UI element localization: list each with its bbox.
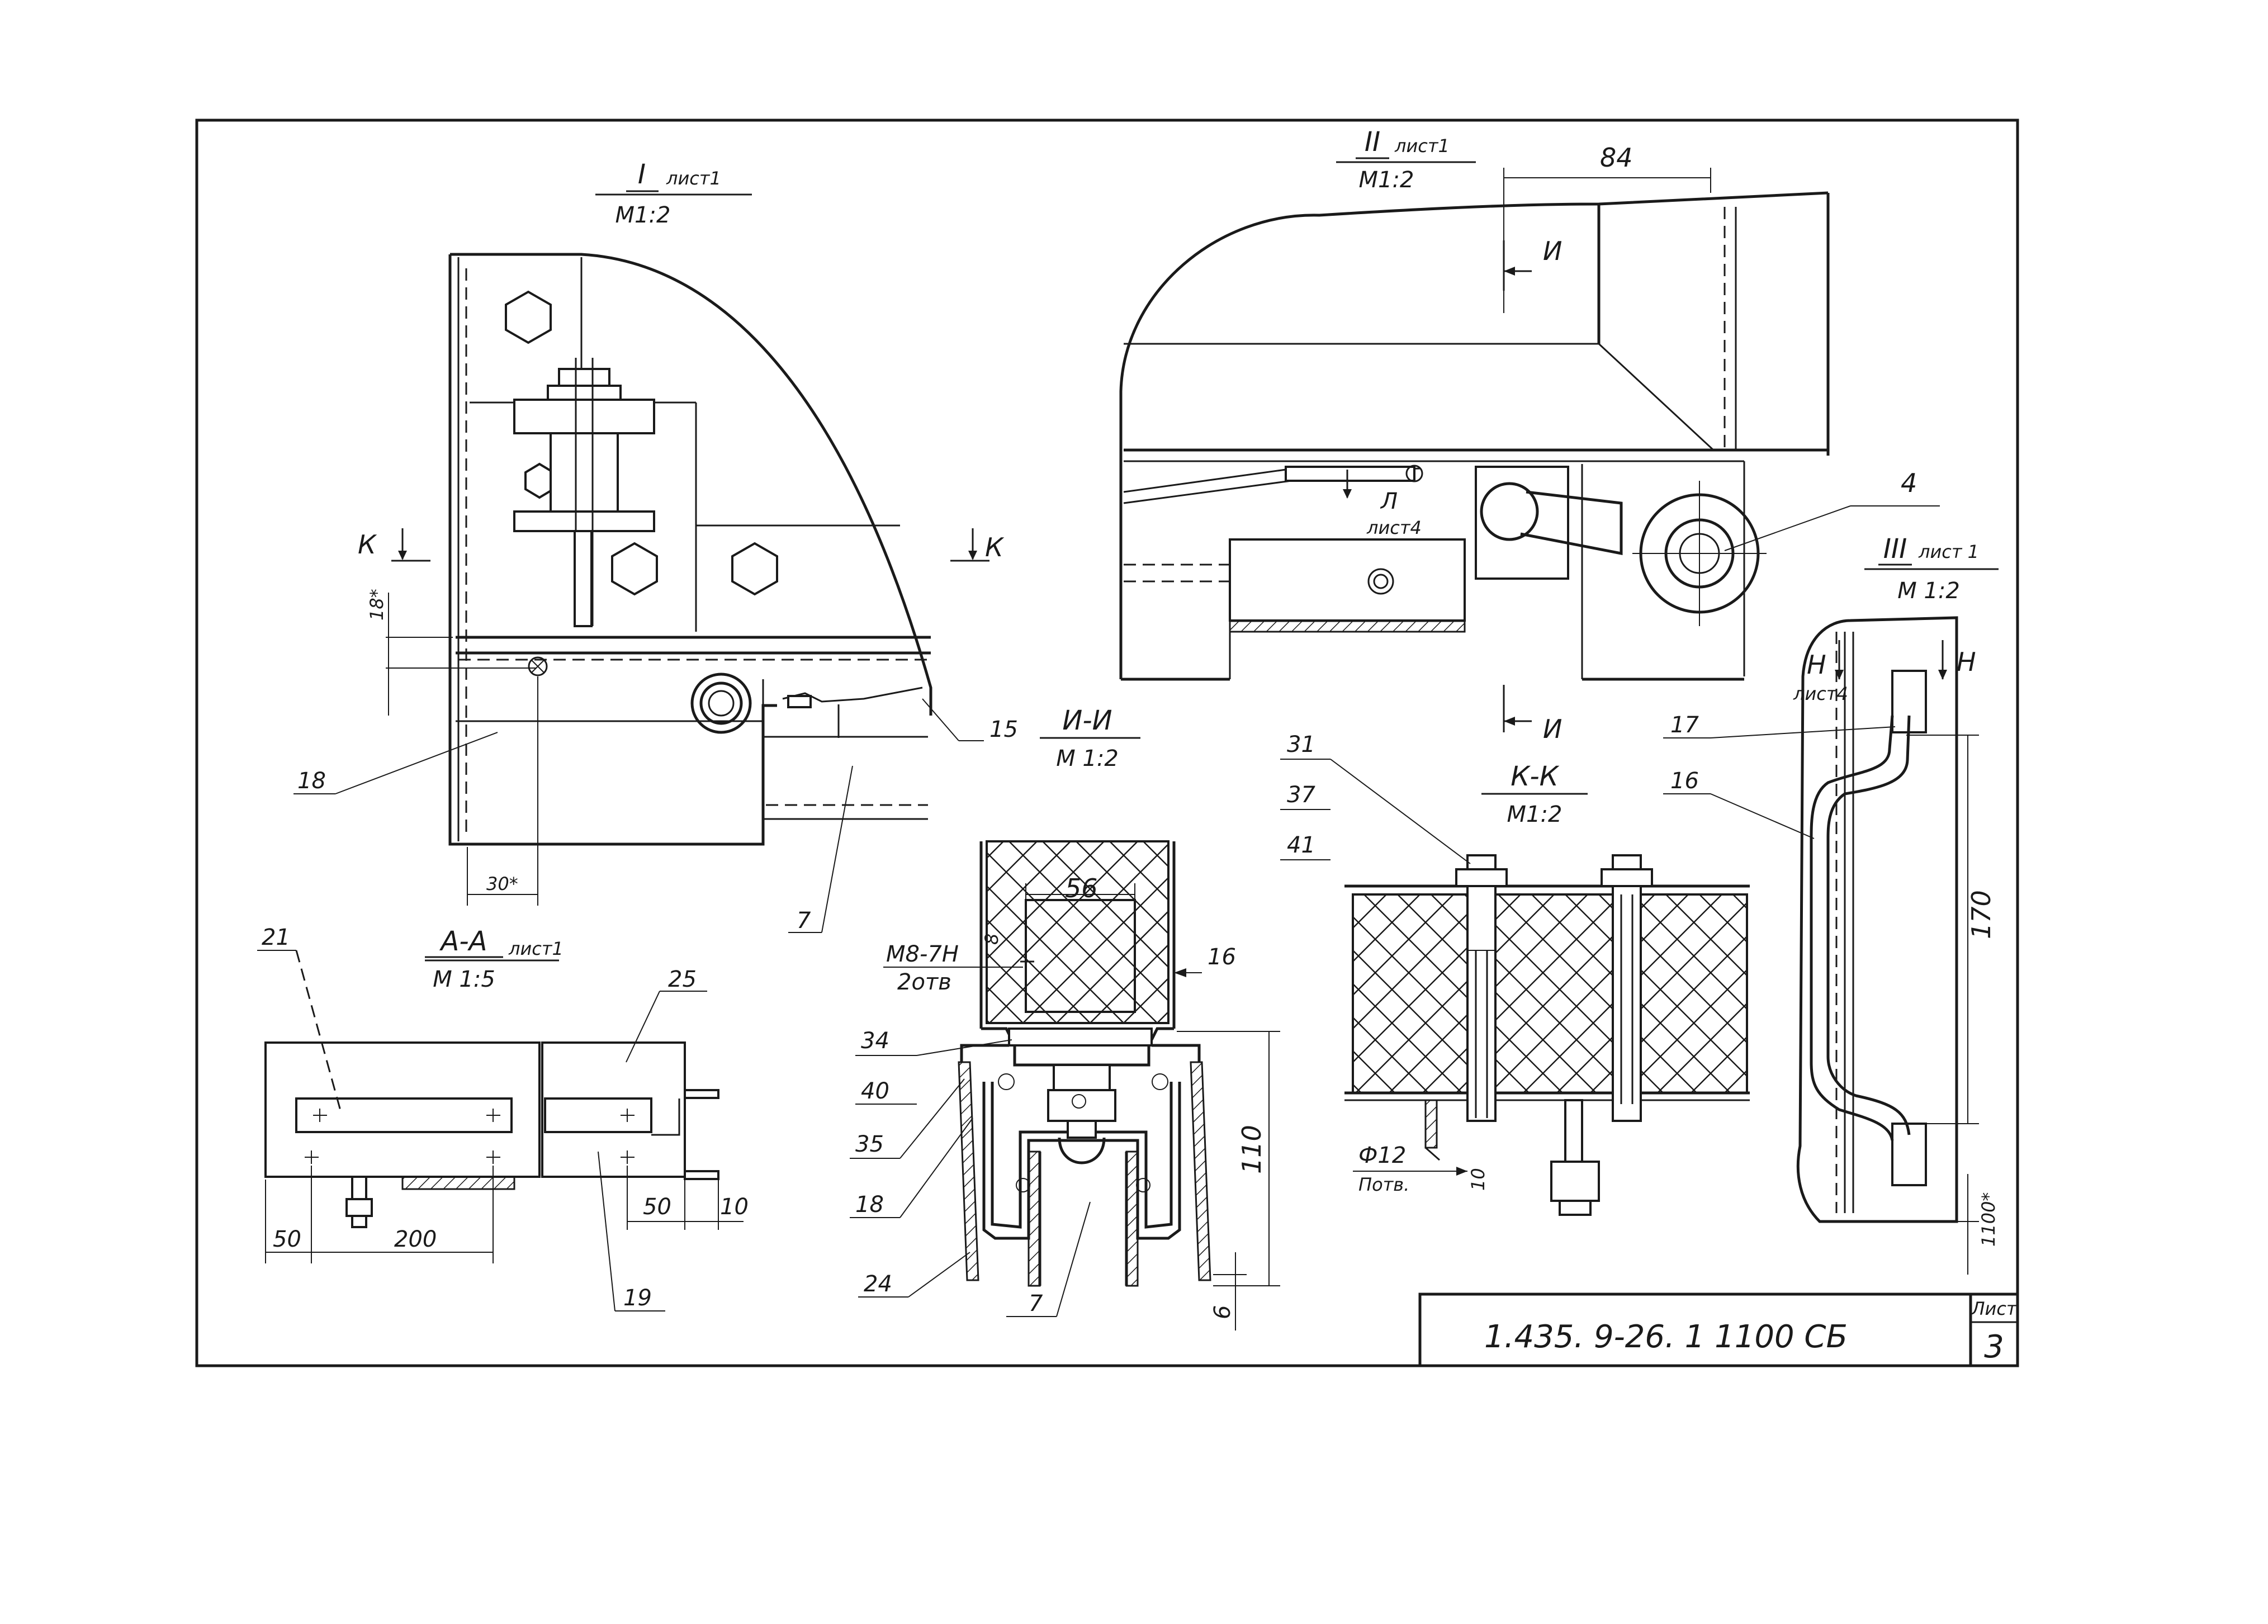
view-2-scale: М1:2: [1359, 167, 1414, 193]
title-block: 1.435. 9-26. 1 1100 СБ Лист 3: [1418, 1292, 2019, 1367]
section-i-i-scale: М 1:2: [1056, 746, 1119, 771]
note-bolt: М8-7Н: [886, 941, 959, 967]
view-2-title: II: [1365, 126, 1380, 158]
view-3-sheet-ref: лист 1: [1918, 541, 1979, 562]
callout-34: 34: [861, 1028, 889, 1054]
dim-1100: 1100*: [1978, 1192, 1999, 1247]
section-k-k: К-К М1:2 Ф12 Потв. 10 31: [1280, 732, 1750, 1216]
view-2-sheet-ref: лист1: [1394, 135, 1450, 157]
dim-30: 30*: [486, 873, 518, 894]
callout-31: 31: [1287, 732, 1315, 757]
dim-10: 10: [720, 1194, 749, 1220]
callout-40: 40: [861, 1078, 889, 1104]
section-a-a-title: А-А: [439, 926, 487, 957]
callout-24: 24: [864, 1271, 892, 1297]
section-a-a-sheet-ref: лист1: [508, 938, 564, 959]
callout-41: 41: [1287, 832, 1315, 858]
view-1-title: I: [638, 159, 646, 190]
callout-15: 15: [989, 717, 1018, 742]
callout-18-section: 18: [855, 1192, 884, 1218]
dim-170: 170: [1966, 890, 1996, 939]
note-hole: Ф12: [1358, 1143, 1406, 1168]
cut-h-right: Н: [1957, 647, 1976, 677]
cut-h-sheet: лист4: [1793, 683, 1848, 704]
callout-17: 17: [1670, 712, 1699, 738]
dim-56: 56: [1065, 873, 1098, 903]
section-i-i-title: И-И: [1062, 705, 1112, 736]
view-3-scale: М 1:2: [1897, 578, 1960, 604]
callout-18-view1: 18: [297, 768, 326, 794]
callout-25: 25: [668, 967, 697, 992]
dim-18: 18*: [366, 589, 387, 621]
cut-h-left: Н: [1807, 650, 1826, 680]
dim-200: 200: [394, 1227, 437, 1252]
callout-37: 37: [1287, 782, 1315, 808]
dim-110: 110: [1237, 1125, 1267, 1174]
view-1-scale: М1:2: [615, 202, 671, 228]
section-a-a: А-А лист1 М 1:5 50 200: [257, 925, 749, 1311]
cut-l-mark: Л: [1380, 489, 1398, 514]
section-i-i: И-И М 1:2 56: [850, 705, 1280, 1331]
callout-4: 4: [1901, 468, 1917, 498]
cut-k-left: К: [358, 529, 377, 560]
note-hole-qty: Потв.: [1358, 1174, 1409, 1195]
callout-16-view3: 16: [1670, 768, 1699, 794]
callout-19: 19: [623, 1285, 652, 1311]
cut-k-right: К: [985, 532, 1005, 562]
title-block-sheet-number: 3: [1984, 1329, 2004, 1365]
callout-7-view1: 7: [797, 908, 811, 934]
view-1-sheet-ref: лист1: [666, 168, 721, 189]
view-1: I лист1 М1:2: [293, 159, 1018, 934]
callout-21: 21: [262, 925, 290, 950]
dim-84: 84: [1600, 143, 1633, 173]
cut-i-top: И: [1543, 236, 1562, 266]
callout-16-section: 16: [1208, 944, 1236, 970]
dim-50-left: 50: [273, 1227, 301, 1252]
section-a-a-scale: М 1:5: [433, 967, 495, 992]
sheet-frame: [195, 119, 2019, 1367]
cut-i-bottom: И: [1543, 714, 1562, 744]
section-k-k-title: К-К: [1511, 761, 1559, 792]
section-k-k-scale: М1:2: [1507, 802, 1562, 827]
cut-l-sheet: лист4: [1366, 517, 1422, 538]
dim-6: 6: [1210, 1305, 1235, 1319]
dim-50-right: 50: [643, 1194, 671, 1220]
callout-7-section: 7: [1029, 1291, 1043, 1317]
title-block-sheet-label: Лист: [1971, 1298, 2017, 1319]
dim-10-small: 10: [1467, 1168, 1489, 1191]
view-3-title: III: [1883, 533, 1907, 565]
dim-8-small: 8: [981, 934, 1002, 945]
view-2: II лист1 М1:2 84: [1119, 126, 1940, 744]
view-3: III лист 1 М 1:2 170 1100* Н лист4 Н 17: [1663, 533, 1999, 1275]
title-block-designation: 1.435. 9-26. 1 1100 СБ: [1484, 1319, 1848, 1355]
callout-35: 35: [855, 1131, 884, 1157]
note-bolt-qty: 2отв: [897, 969, 951, 995]
